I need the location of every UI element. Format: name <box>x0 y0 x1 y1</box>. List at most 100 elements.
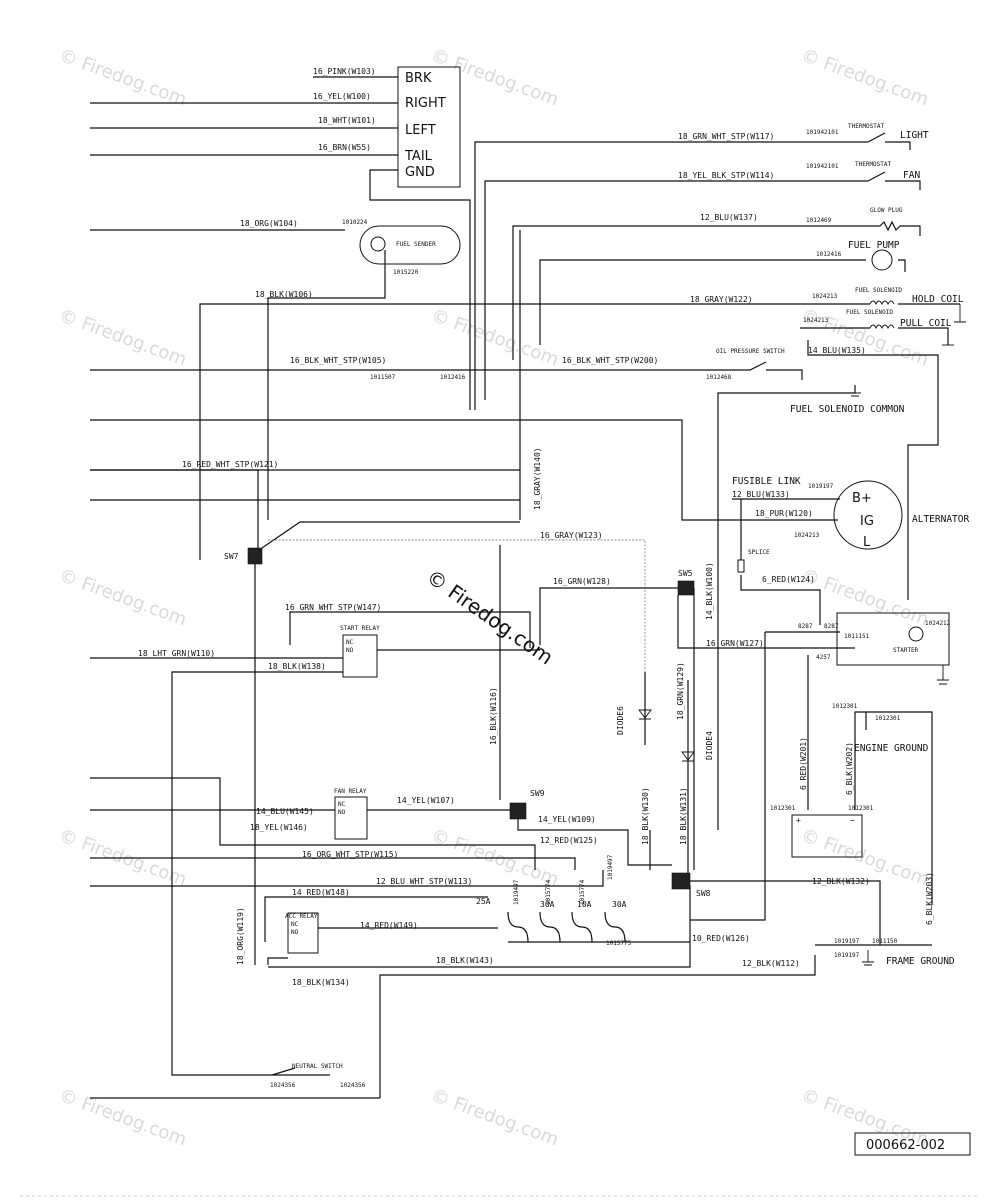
sw5-switch <box>677 580 695 596</box>
sw9-switch <box>509 802 527 820</box>
part-number: 1011507 <box>370 374 396 381</box>
part-number: 1012301 <box>875 715 901 722</box>
part-number: 1012416 <box>440 374 466 381</box>
wire-label: 16_BRN(W55) <box>318 143 371 152</box>
part-number: 1012301 <box>848 805 874 812</box>
wire-label: 18_GRN(W129) <box>676 662 685 720</box>
wire-label: 18_ORG(W104) <box>240 219 298 228</box>
thermostat-label: THERMOSTAT <box>848 123 885 130</box>
relay-nc-label: NC <box>346 639 354 646</box>
alternator-ig-terminal: IG <box>860 514 874 529</box>
watermark: © Firedog.com <box>56 1085 189 1151</box>
alternator-ig-wire <box>90 419 838 521</box>
wire-label: 18_YEL_BLK_STP(W114) <box>678 171 774 180</box>
wire-label: 16_GRN(W128) <box>553 577 611 586</box>
battery <box>791 814 863 858</box>
drawing-number-box <box>854 1132 971 1156</box>
fuel-sender-gauge-icon <box>370 236 386 252</box>
acc-relay <box>287 912 319 954</box>
starter-box <box>836 612 950 666</box>
wire-label: 12_RED(W125) <box>540 836 598 845</box>
alternator-label: ALTERNATOR <box>912 514 969 525</box>
fuel-sender <box>359 225 461 265</box>
glow-plug-label: GLOW PLUG <box>870 207 903 214</box>
part-number: 1019497 <box>513 879 520 905</box>
watermark: © Firedog.com <box>798 45 931 111</box>
wire-label: 18_BLK(W138) <box>268 662 326 671</box>
fusible-link-label: FUSIBLE LINK <box>732 476 801 487</box>
wire-label: 16_GRN_WHT_STP(W147) <box>285 603 381 612</box>
light-label: LIGHT <box>900 130 929 141</box>
part-number: 1019197 <box>834 938 860 945</box>
relay-no-label: NO <box>346 647 354 654</box>
part-number: 1024213 <box>812 293 838 300</box>
center-stamp: © Firedog.com <box>422 564 558 669</box>
w109-wire <box>517 819 672 866</box>
part-number: 101942101 <box>806 129 839 136</box>
wire-label: 18_ORG(W119) <box>236 907 245 965</box>
ground-icon <box>937 665 949 685</box>
drawing-number: 000662-002 <box>866 1138 945 1153</box>
wire-label: 12_BLU_WHT_STP(W113) <box>376 877 472 886</box>
wire-label: 18_BLK(W131) <box>679 787 688 845</box>
w128-wire <box>539 587 678 645</box>
wire-label: 6_BLK(W203) <box>925 872 934 925</box>
fuel-solenoid-common-wire <box>717 385 856 830</box>
starter-label: STARTER <box>893 647 919 654</box>
fan-label: FAN <box>903 170 920 181</box>
part-number: 1024213 <box>794 532 820 539</box>
fuse-30a-label: 30A <box>612 900 627 909</box>
wire-label: 18_BLK(W106) <box>255 290 313 299</box>
frame-ground-label: FRAME GROUND <box>886 956 955 967</box>
wire-label: 6_RED(W124) <box>762 575 815 584</box>
part-number: 8287 <box>824 623 839 630</box>
light-circuit <box>474 132 911 410</box>
connector-pin-left: LEFT <box>405 123 436 138</box>
w143-wire <box>268 885 691 968</box>
connector-pin-tail: TAIL <box>404 149 433 164</box>
fan-relay <box>334 796 368 840</box>
wire-label: 14_BLU(W135) <box>808 346 866 355</box>
part-number: 1019197 <box>808 483 834 490</box>
connector-pin-right: RIGHT <box>405 96 446 111</box>
light-connector <box>397 66 461 188</box>
alternator-icon <box>833 480 903 550</box>
fuel-sender-label: FUEL SENDER <box>396 241 436 248</box>
starter-motor-icon <box>908 626 924 642</box>
w115-wire <box>90 857 576 870</box>
fuel-solenoid-common-label: FUEL SOLENOID COMMON <box>790 404 905 415</box>
wire-label: 16_BLK_WHT_STP(W200) <box>562 356 658 365</box>
watermark: © Firedog.com <box>56 565 189 631</box>
relay-nc-label: NC <box>291 921 299 928</box>
diode6-label: DIODE6 <box>616 706 625 735</box>
watermark: © Firedog.com <box>798 565 931 631</box>
fan-circuit <box>484 171 921 400</box>
w121-wire <box>90 469 259 548</box>
part-number: 101942101 <box>806 163 839 170</box>
start-relay <box>342 634 378 678</box>
wire-label: 14_RED(W149) <box>360 921 418 930</box>
hold-coil-label: HOLD COIL <box>912 294 964 305</box>
part-number: 1012301 <box>832 703 858 710</box>
part-number: 8287 <box>798 623 813 630</box>
wire-label: 12_BLU(W137) <box>700 213 758 222</box>
w146-wire <box>90 777 536 870</box>
pull-coil-wire <box>800 327 949 345</box>
sw5-label: SW5 <box>678 569 693 578</box>
fuel-pump-label: FUEL PUMP <box>848 240 900 251</box>
wire-label: 18_PUR(W120) <box>755 509 813 518</box>
wire-label: 14_BLU(W145) <box>256 807 314 816</box>
diode6-icon <box>638 709 652 720</box>
oil-pressure-circuit <box>90 361 803 380</box>
wire-label: 18_BLK(W130) <box>641 787 650 845</box>
wire-label: 16_GRAY(W123) <box>540 531 603 540</box>
sw8-wires <box>649 830 881 945</box>
wire-label: 12_BLK(W112) <box>742 959 800 968</box>
part-number: 1015774 <box>545 879 552 905</box>
wire-label: 16_BLK(W116) <box>489 687 498 745</box>
relay-nc-label: NC <box>338 801 346 808</box>
w147-wire <box>289 611 531 648</box>
wire-label: 18_YEL(W146) <box>250 823 308 832</box>
start-relay-label: START RELAY <box>340 625 380 632</box>
neutral-switch-wires <box>90 1067 380 1099</box>
